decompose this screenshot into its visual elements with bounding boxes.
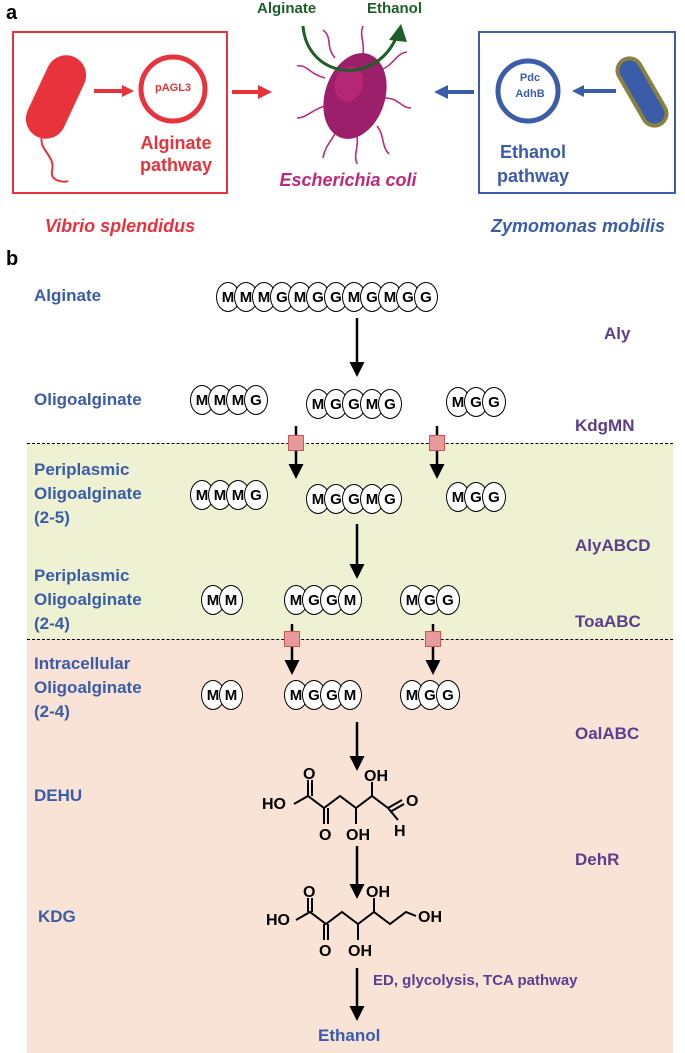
- downstream-pathway-label: ED, glycolysis, TCA pathway: [373, 972, 578, 989]
- panel-label-a: a: [6, 2, 18, 24]
- stage-kdg: KDG: [38, 907, 76, 926]
- monomer-unit: G: [244, 385, 268, 415]
- monomer-unit: M: [234, 282, 258, 312]
- plasmid-pagl3-icon: [138, 54, 208, 124]
- kdg-ho: HO: [266, 912, 290, 929]
- stage-oligoalginate: Oligoalginate: [34, 390, 142, 409]
- transporter-kdgmn-left: [288, 435, 304, 451]
- enzyme-alyabcd: AlyABCD: [575, 536, 651, 555]
- kdg-structure: HO O O OH OH OH: [266, 884, 442, 960]
- monomer-unit: G: [414, 282, 438, 312]
- stage-periplasmic-2-4: Periplasmic Oligoalginate (2-4): [34, 566, 142, 633]
- monomer-unit: G: [482, 482, 506, 512]
- zymomonas-graphics: [495, 56, 669, 128]
- panel-label-b: b: [6, 248, 19, 270]
- enzyme-kdgmn: KdgMN: [575, 416, 635, 435]
- enzyme-aly: Aly: [604, 324, 631, 343]
- flagella-icon: [296, 25, 412, 165]
- transporter-kdgmn-right: [429, 435, 445, 451]
- stage-ethanol: Ethanol: [318, 1026, 381, 1045]
- blue-arrow-to-ecoli: [434, 85, 474, 99]
- blue-arrow-icon: [572, 85, 584, 97]
- transporter-toaabc-left: [284, 631, 300, 647]
- vibrio-pathway-box: [12, 31, 228, 194]
- kdg-o1: O: [303, 884, 315, 901]
- enzyme-oalabc: OalABC: [575, 724, 640, 743]
- stage-intracellular: Intracellular Oligoalginate (2-4): [34, 654, 142, 721]
- dehu-o3: O: [406, 793, 418, 810]
- monomer-unit: M: [338, 680, 362, 710]
- monomer-unit: G: [378, 484, 402, 514]
- monomer-unit: M: [219, 680, 243, 710]
- alginate-input-label: Alginate: [257, 0, 317, 17]
- monomer-unit: M: [219, 585, 243, 615]
- plasmid-pdc-adhb-icon: [495, 58, 561, 124]
- dehu-ho: HO: [262, 796, 286, 813]
- monomer-unit: M: [338, 585, 362, 615]
- dehu-oh2: OH: [364, 768, 388, 785]
- dehu-o1: O: [303, 768, 315, 783]
- ecoli-label: Escherichia coli: [279, 170, 417, 190]
- dehu-h: H: [394, 823, 406, 840]
- ethanol-zone: [27, 1027, 673, 1053]
- ethanol-pathway-caption: Ethanol pathway: [496, 142, 570, 186]
- monomer-unit: G: [378, 389, 402, 419]
- stage-periplasmic-2-5: Periplasmic Oligoalginate (2-5): [34, 460, 142, 527]
- kdg-oh2: OH: [366, 884, 390, 901]
- enzyme-toaabc: ToaABC: [575, 612, 641, 631]
- zymomonas-label: Zymomonas mobilis: [490, 216, 666, 236]
- stage-alginate: Alginate: [34, 286, 102, 305]
- monomer-unit: G: [482, 387, 506, 417]
- pdc-adhb-label: Pdc AdhB: [515, 72, 545, 100]
- red-arrow-icon: [122, 85, 134, 97]
- kdg-o2: O: [319, 943, 331, 960]
- monomer-unit: G: [436, 680, 460, 710]
- transporter-toaabc-right: [425, 631, 441, 647]
- zymomonas-pathway-box: [478, 31, 676, 194]
- zymomonas-bacterium-icon: [615, 56, 669, 128]
- kdg-oh1: OH: [348, 943, 372, 960]
- dehu-structure: HO O O OH OH H O: [262, 768, 418, 844]
- dehu-oh1: OH: [346, 827, 370, 844]
- alginate-pathway-caption: Alginate pathway: [139, 133, 213, 175]
- kdg-oh3: OH: [418, 909, 442, 926]
- vibrio-label: Vibrio splendidus: [44, 216, 196, 236]
- inner-membrane-line: [27, 639, 673, 640]
- enzyme-dehr: DehR: [575, 850, 620, 869]
- outer-membrane-line: [27, 443, 673, 444]
- ecoli-graphics: [296, 24, 412, 165]
- vibrio-graphics: [25, 54, 208, 183]
- vibrio-bacterium-icon: [25, 55, 87, 183]
- red-arrow-to-ecoli: [232, 85, 272, 99]
- monomer-unit: G: [244, 480, 268, 510]
- monomer-unit: G: [436, 585, 460, 615]
- stage-dehu: DEHU: [34, 786, 83, 805]
- green-curved-arrow-icon: [301, 25, 399, 72]
- ethanol-output-label: Ethanol: [367, 0, 422, 17]
- dehu-o2: O: [319, 827, 331, 844]
- plasmid-label: pAGL3: [154, 82, 192, 94]
